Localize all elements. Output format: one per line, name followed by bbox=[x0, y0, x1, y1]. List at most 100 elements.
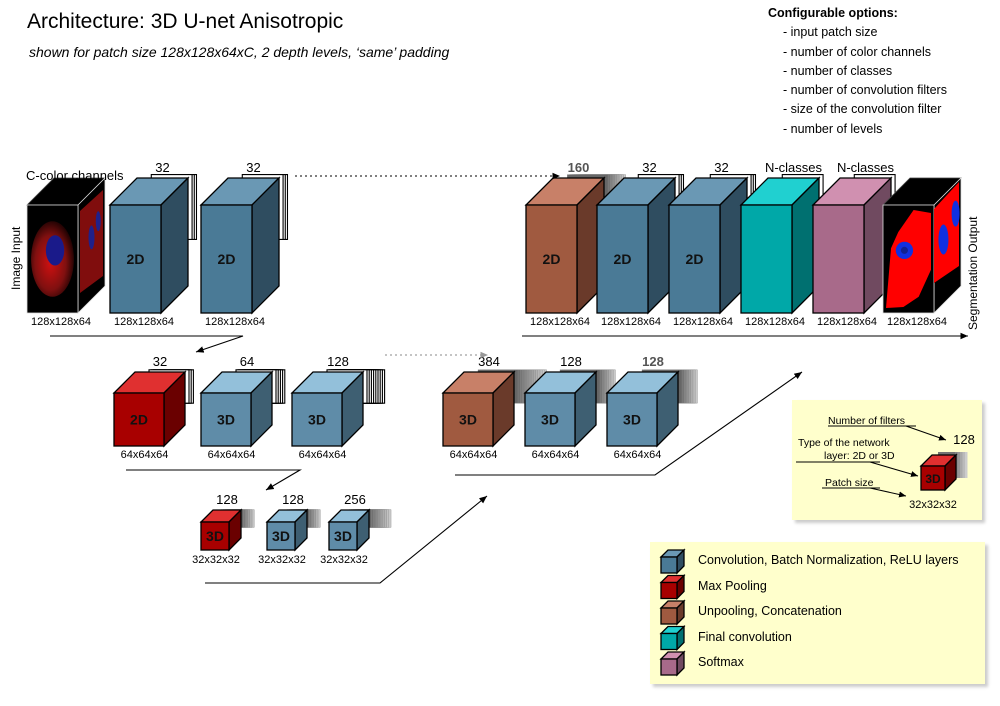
layer-type-label: 3D bbox=[308, 412, 326, 428]
option-item: - number of convolution filters bbox=[783, 83, 947, 98]
filter-count-label: 160 bbox=[568, 160, 590, 175]
filter-count-label: 128 bbox=[327, 354, 349, 369]
filter-count-label: 384 bbox=[478, 354, 500, 369]
key-example-size: 32x32x32 bbox=[909, 499, 957, 511]
filter-count-label: N-classes bbox=[765, 160, 823, 175]
upsample-arrow-3 bbox=[205, 495, 488, 584]
legend-label-softmax: Softmax bbox=[698, 655, 744, 669]
connectors bbox=[50, 172, 968, 584]
layer-type-label: 2D bbox=[130, 412, 148, 428]
filter-count-label: 128 bbox=[282, 492, 304, 507]
layer-type-label: 3D bbox=[334, 528, 352, 544]
upsample-arrow-2 bbox=[455, 371, 803, 476]
segmentation-output-label: Segmentation Output bbox=[966, 216, 980, 330]
layer-block-conv: 2D 32 128x128x64 bbox=[108, 160, 198, 328]
layer-block-conv: 3D 128 64x64x64 bbox=[523, 354, 616, 461]
legend-label-pool: Max Pooling bbox=[698, 579, 767, 593]
patch-size-label: 128x128x64 bbox=[745, 316, 805, 328]
legend-swatch-unpool bbox=[659, 599, 686, 626]
patch-size-label: 128x128x64 bbox=[530, 316, 590, 328]
legend-swatch-conv bbox=[659, 548, 686, 575]
filter-count-label: 128 bbox=[560, 354, 582, 369]
filter-count-label: 128 bbox=[642, 354, 664, 369]
patch-size-label: 64x64x64 bbox=[299, 449, 347, 461]
color-channels-label: C-color channels bbox=[26, 168, 124, 183]
layer-block-conv: 2D 32 128x128x64 bbox=[595, 160, 685, 328]
patch-size-label: 64x64x64 bbox=[450, 449, 498, 461]
filter-count-label: N-classes bbox=[837, 160, 895, 175]
layer-block-final: N-classes 128x128x64 bbox=[739, 160, 824, 328]
layer-type-label: 2D bbox=[218, 251, 236, 267]
filter-count-label: 32 bbox=[246, 160, 260, 175]
option-item: - number of color channels bbox=[783, 44, 931, 59]
patch-size-label: 64x64x64 bbox=[614, 449, 662, 461]
legend-swatch-final bbox=[659, 624, 686, 652]
layer-block-input: 128x128x64 bbox=[26, 177, 106, 328]
layer-block-conv: 3D 128 64x64x64 bbox=[605, 354, 698, 461]
patch-size-label: 32x32x32 bbox=[258, 554, 306, 566]
legend-swatch-pool bbox=[659, 573, 686, 601]
option-item: - number of classes bbox=[783, 63, 893, 78]
legend-swatch-softmax bbox=[659, 650, 686, 677]
legend-label-conv: Convolution, Batch Normalization, ReLU l… bbox=[698, 553, 959, 567]
diagram-subtitle: shown for patch size 128x128x64xC, 2 dep… bbox=[29, 44, 450, 60]
key-example-block: 3D 128 32x32x32 bbox=[796, 425, 975, 511]
patch-size-label: 128x128x64 bbox=[817, 316, 877, 328]
layer-type-label: 3D bbox=[217, 412, 235, 428]
legend-label-unpool: Unpooling, Concatenation bbox=[698, 604, 842, 618]
legend-label-final: Final convolution bbox=[698, 630, 792, 644]
layer-type-label: 2D bbox=[686, 251, 704, 267]
option-item: - number of levels bbox=[783, 121, 883, 136]
key-layer-type-label-2: layer: 2D or 3D bbox=[824, 450, 895, 462]
layer-block-pool: 3D 128 32x32x32 bbox=[192, 492, 255, 566]
layer-block-conv: 3D 64 64x64x64 bbox=[199, 354, 286, 461]
downsample-arrow-1 bbox=[50, 335, 244, 353]
key-example-filters: 128 bbox=[953, 432, 975, 447]
layer-block-output: 128x128x64 bbox=[882, 177, 962, 328]
downsample-arrow-2 bbox=[126, 469, 303, 491]
layer-type-label: 3D bbox=[272, 528, 290, 544]
patch-size-label: 32x32x32 bbox=[320, 554, 368, 566]
layer-type-label: 3D bbox=[206, 528, 224, 544]
patch-size-label: 64x64x64 bbox=[208, 449, 256, 461]
layer-type-label: 2D bbox=[543, 251, 561, 267]
patch-size-label: 128x128x64 bbox=[887, 316, 947, 328]
key-example-type: 3D bbox=[925, 472, 941, 486]
diagram-title: Architecture: 3D U-net Anisotropic bbox=[27, 10, 344, 33]
filter-count-label: 128 bbox=[216, 492, 238, 507]
options-heading: Configurable options: bbox=[768, 6, 898, 20]
patch-size-label: 128x128x64 bbox=[31, 316, 91, 328]
layer-type-label: 3D bbox=[459, 412, 477, 428]
layer-block-conv: 3D 128 32x32x32 bbox=[258, 492, 321, 566]
patch-size-label: 128x128x64 bbox=[205, 316, 265, 328]
filter-count-label: 32 bbox=[714, 160, 728, 175]
key-patch-size-label: Patch size bbox=[825, 477, 874, 489]
layer-type-label: 3D bbox=[541, 412, 559, 428]
patch-size-label: 64x64x64 bbox=[532, 449, 580, 461]
filter-count-label: 64 bbox=[240, 354, 254, 369]
layer-type-label: 2D bbox=[614, 251, 632, 267]
patch-size-label: 64x64x64 bbox=[121, 449, 169, 461]
image-input-label: Image Input bbox=[9, 226, 23, 290]
layer-block-unpool: 3D 384 64x64x64 bbox=[441, 354, 547, 461]
filter-count-label: 32 bbox=[153, 354, 167, 369]
patch-size-label: 128x128x64 bbox=[601, 316, 661, 328]
patch-size-label: 128x128x64 bbox=[114, 316, 174, 328]
layer-type-label: 3D bbox=[623, 412, 641, 428]
legend-box: Convolution, Batch Normalization, ReLU l… bbox=[650, 542, 985, 684]
filter-count-label: 32 bbox=[642, 160, 656, 175]
configurable-options: Configurable options: - input patch size… bbox=[768, 4, 947, 139]
layer-block-pool: 2D 32 64x64x64 bbox=[112, 354, 194, 461]
key-num-filters-label: Number of filters bbox=[828, 415, 906, 427]
filter-count-label: 256 bbox=[344, 492, 366, 507]
layer-type-label: 2D bbox=[127, 251, 145, 267]
filter-count-label: 32 bbox=[155, 160, 169, 175]
layer-block-conv: 3D 128 64x64x64 bbox=[290, 354, 386, 461]
layer-block-conv: 2D 32 128x128x64 bbox=[199, 160, 289, 328]
option-item: - size of the convolution filter bbox=[783, 102, 942, 117]
key-layer-type-label: Type of the network bbox=[798, 437, 890, 449]
layer-block-conv: 3D 256 32x32x32 bbox=[320, 492, 392, 566]
patch-size-label: 32x32x32 bbox=[192, 554, 240, 566]
